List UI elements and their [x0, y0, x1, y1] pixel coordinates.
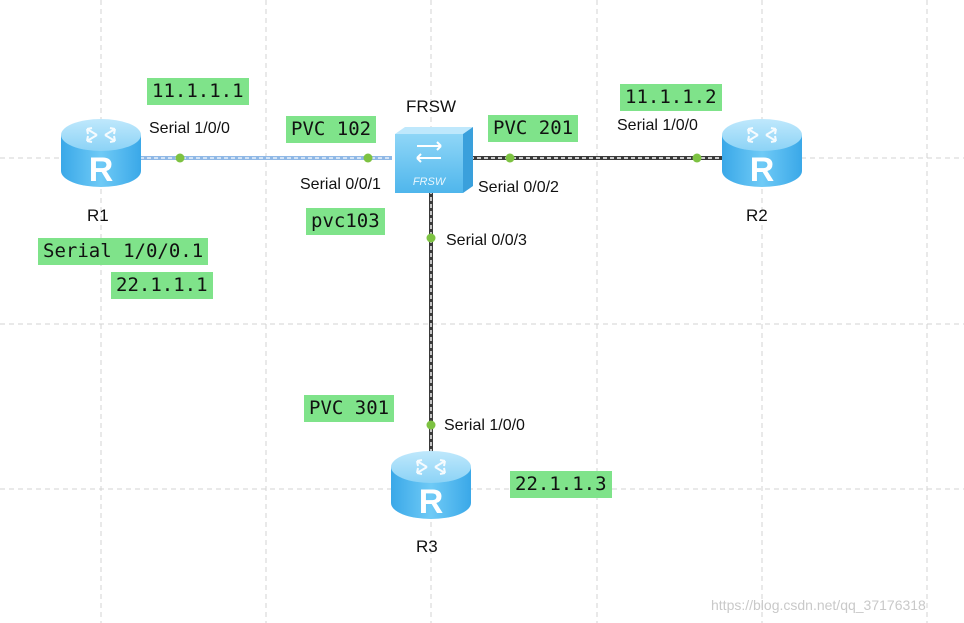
label-frsw-serial-0-0-3: Serial 0/0/3 [446, 232, 527, 249]
device-name-frsw: FRSW [406, 97, 457, 116]
port-dots [175, 153, 702, 430]
annotation-pvc103: pvc103 [306, 208, 385, 235]
annotation-r3-ip: 22.1.1.3 [510, 471, 612, 498]
device-name-r2: R2 [746, 206, 768, 225]
port-dot-r3-s100 [426, 420, 436, 430]
svg-text:R: R [89, 151, 114, 189]
svg-text:R: R [419, 483, 444, 521]
annotation-r2-ip: 11.1.1.2 [620, 84, 722, 111]
annotation-pvc-301: PVC 301 [304, 395, 395, 422]
router-r1-icon[interactable]: R [61, 119, 141, 189]
device-name-r3: R3 [416, 537, 438, 556]
annotation-r1-subinterface: Serial 1/0/0.1 [38, 238, 209, 265]
port-dot-frsw-s002 [505, 153, 515, 163]
label-r3-serial-1-0-0: Serial 1/0/0 [444, 417, 525, 434]
router-r3-icon[interactable]: R [391, 451, 471, 521]
annotation-pvc-102: PVC 102 [286, 116, 377, 143]
annotation-r1-ip: 11.1.1.1 [147, 78, 249, 105]
label-r2-serial-1-0-0: Serial 1/0/0 [617, 117, 698, 134]
svg-text:R: R [750, 151, 775, 189]
label-r1-serial-1-0-0: Serial 1/0/0 [149, 120, 230, 137]
router-r2-icon[interactable]: R [722, 119, 802, 189]
port-dot-r2-s100 [692, 153, 702, 163]
frsw-switch-icon[interactable]: FRSW [395, 127, 473, 193]
port-dot-frsw-s003 [426, 233, 436, 243]
port-dot-r1-s100 [175, 153, 185, 163]
frsw-icon-text: FRSW [413, 176, 447, 188]
label-frsw-serial-0-0-1: Serial 0/0/1 [300, 176, 381, 193]
device-name-r1: R1 [87, 206, 109, 225]
port-dot-frsw-s001 [363, 153, 373, 163]
annotation-pvc-201: PVC 201 [488, 115, 579, 142]
annotation-r1-subinterface-ip: 22.1.1.1 [111, 272, 213, 299]
label-frsw-serial-0-0-2: Serial 0/0/2 [478, 179, 559, 196]
watermark: https://blog.csdn.net/qq_37176318 [711, 597, 926, 613]
